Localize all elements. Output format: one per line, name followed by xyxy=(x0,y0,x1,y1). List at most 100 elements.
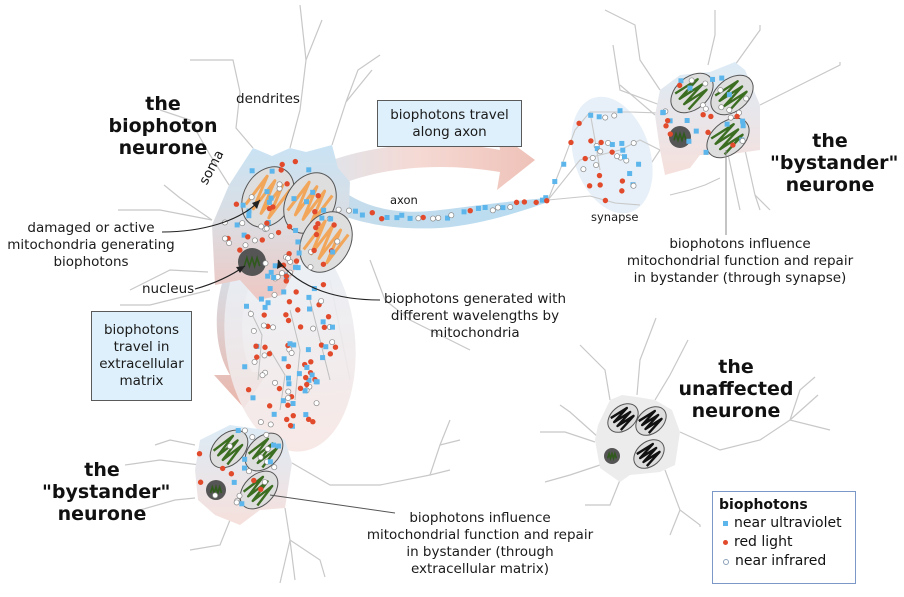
photon-red-light xyxy=(315,221,321,227)
photon-near-infrared xyxy=(257,454,264,461)
label-synapse: synapse xyxy=(591,210,639,224)
photon-near-ultraviolet xyxy=(246,208,252,214)
photon-red-light xyxy=(283,273,290,279)
photon-near-ultraviolet xyxy=(241,465,247,471)
photon-near-ultraviolet xyxy=(290,400,296,406)
photon-near-ultraviolet xyxy=(394,215,400,221)
label-damaged-mitochondria: damaged or active mitochondria generatin… xyxy=(7,220,175,270)
photon-near-infrared xyxy=(239,220,246,227)
photon-red-light xyxy=(266,403,273,409)
photon-near-infrared xyxy=(259,372,266,379)
photon-near-ultraviolet xyxy=(291,342,297,348)
photon-red-light xyxy=(667,131,674,137)
photon-red-light xyxy=(320,261,327,267)
photon-red-light xyxy=(266,351,273,357)
legend-item-near-ultraviolet: near ultraviolet xyxy=(719,514,849,533)
photon-red-light xyxy=(596,172,603,179)
photon-red-light xyxy=(619,188,625,194)
photon-near-ultraviolet xyxy=(627,171,633,177)
photon-red-light xyxy=(245,234,251,240)
photon-red-light xyxy=(313,231,320,238)
photon-near-ultraviolet xyxy=(621,154,627,160)
photon-near-infrared xyxy=(233,499,240,506)
photon-near-ultraviolet xyxy=(306,377,312,383)
photon-red-light xyxy=(293,289,299,295)
photon-near-ultraviolet xyxy=(281,289,287,295)
photon-near-ultraviolet xyxy=(596,114,602,120)
photon-red-light xyxy=(262,344,268,350)
photon-near-ultraviolet xyxy=(319,215,325,221)
photon-near-ultraviolet xyxy=(475,205,481,211)
photon-near-infrared xyxy=(507,204,514,211)
photon-near-ultraviolet xyxy=(594,146,600,152)
photon-near-ultraviolet xyxy=(660,109,666,115)
biophoton-particles xyxy=(196,75,750,507)
photon-near-ultraviolet xyxy=(323,344,329,350)
photon-near-ultraviolet xyxy=(320,319,326,325)
photon-near-ultraviolet xyxy=(330,249,336,255)
photon-red-light xyxy=(312,209,318,215)
photon-near-infrared xyxy=(313,400,320,407)
photon-near-infrared xyxy=(261,352,268,359)
nucleus-bystander-synapse xyxy=(669,126,691,148)
photon-red-light xyxy=(285,317,292,324)
photon-near-ultraviolet xyxy=(539,197,545,203)
photon-near-infrared xyxy=(346,207,352,214)
label-biophotons-generated: biophotons generated with different wave… xyxy=(383,291,567,341)
photon-near-ultraviolet xyxy=(352,208,358,214)
photon-red-light xyxy=(568,139,574,146)
photon-red-light xyxy=(318,342,325,348)
photon-near-infrared xyxy=(285,388,292,395)
photon-near-ultraviolet xyxy=(719,75,725,81)
title-unaffected-neurone: the unaffected neurone xyxy=(678,356,794,422)
photon-near-ultraviolet xyxy=(272,263,278,269)
photon-near-ultraviolet xyxy=(240,202,246,208)
photon-red-light xyxy=(295,307,301,313)
photon-red-light xyxy=(700,111,706,118)
photon-near-ultraviolet xyxy=(543,195,549,201)
title-biophoton-neurone: the biophoton neurone xyxy=(108,93,218,159)
photon-near-infrared xyxy=(268,233,275,239)
axon xyxy=(330,180,548,229)
title-bystander-matrix: the "bystander" neurone xyxy=(42,459,171,525)
photon-near-ultraviolet xyxy=(407,215,413,221)
photon-red-light xyxy=(533,199,539,206)
photon-near-ultraviolet xyxy=(552,179,558,185)
photon-red-light xyxy=(258,486,264,492)
near-infrared-swatch-icon xyxy=(723,558,729,565)
photon-near-infrared xyxy=(743,95,750,102)
photon-near-infrared xyxy=(593,162,600,168)
photon-red-light xyxy=(705,129,711,136)
photon-red-light xyxy=(320,281,327,288)
photon-red-light xyxy=(311,247,317,254)
photon-red-light xyxy=(245,386,252,393)
photon-near-infrared xyxy=(226,443,233,450)
photon-red-light xyxy=(287,422,294,429)
photon-red-light xyxy=(283,312,289,318)
photon-near-infrared xyxy=(288,350,295,356)
photon-red-light xyxy=(251,477,257,484)
photon-near-infrared xyxy=(329,339,336,346)
photon-red-light xyxy=(279,161,285,168)
near-ultraviolet-swatch-icon xyxy=(723,521,728,526)
photon-near-ultraviolet xyxy=(329,324,335,330)
photon-near-infrared xyxy=(257,419,264,426)
photon-near-ultraviolet xyxy=(281,356,287,362)
photon-near-infrared xyxy=(263,431,270,438)
mitochondrion-icon xyxy=(633,439,665,469)
photon-near-infrared xyxy=(430,215,436,222)
photon-near-ultraviolet xyxy=(686,138,692,144)
photon-near-infrared xyxy=(335,206,342,213)
legend-title: biophotons xyxy=(719,497,808,513)
photon-near-ultraviolet xyxy=(703,149,709,155)
photon-near-ultraviolet xyxy=(265,273,271,279)
photon-red-light xyxy=(285,402,291,408)
photon-near-ultraviolet xyxy=(306,294,312,300)
photon-near-infrared xyxy=(448,212,455,219)
photon-near-ultraviolet xyxy=(258,296,264,302)
photon-red-light xyxy=(297,324,304,330)
photon-near-ultraviolet xyxy=(726,92,732,98)
photon-near-infrared xyxy=(250,328,257,334)
photon-near-infrared xyxy=(236,492,243,499)
photon-red-light xyxy=(228,471,235,477)
